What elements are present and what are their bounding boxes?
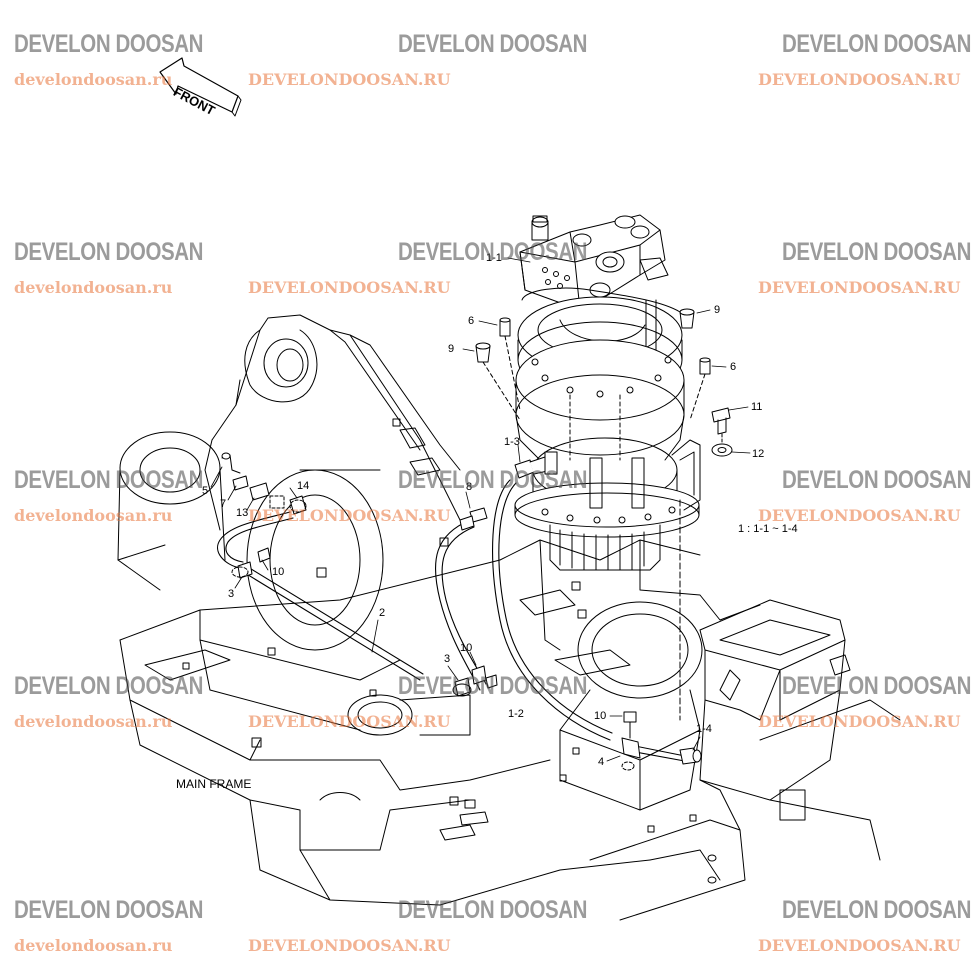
left-mount [117,431,384,651]
hoses [217,479,691,763]
callout-13: 13 [236,507,249,519]
callout-9: 9 [448,343,455,355]
callout-10: 10 [594,710,607,722]
callout-8: 8 [466,481,473,493]
callout-3: 3 [444,653,451,665]
callout-9: 9 [714,304,721,316]
boom-bracket [204,314,461,531]
main-frame-label: MAIN FRAME [176,777,252,791]
leader-lines [210,257,751,762]
callout-2: 2 [379,607,386,619]
fasteners [475,308,733,457]
swing-motor [514,214,701,721]
callout-5: 5 [202,485,209,497]
main-frame [119,537,901,921]
assembly-legend: 1 : 1-1 ~ 1-4 [738,523,798,535]
fittings [221,451,702,771]
callout-6: 6 [468,315,475,327]
callout-11: 11 [751,401,763,413]
callout-10: 10 [272,566,285,578]
callout-6: 6 [730,361,737,373]
callout-1-2: 1-2 [508,708,524,720]
callout-14: 14 [297,480,310,492]
callout-1-1: 1-1 [486,252,502,264]
callout-7: 7 [220,498,227,510]
callout-12: 12 [752,448,765,460]
callout-1-4: 1-4 [696,723,712,735]
callout-1-3: 1-3 [504,436,520,448]
callout-3: 3 [228,588,235,600]
callout-4: 4 [598,756,605,768]
front-arrow-icon [159,57,242,117]
callout-10: 10 [460,642,473,654]
